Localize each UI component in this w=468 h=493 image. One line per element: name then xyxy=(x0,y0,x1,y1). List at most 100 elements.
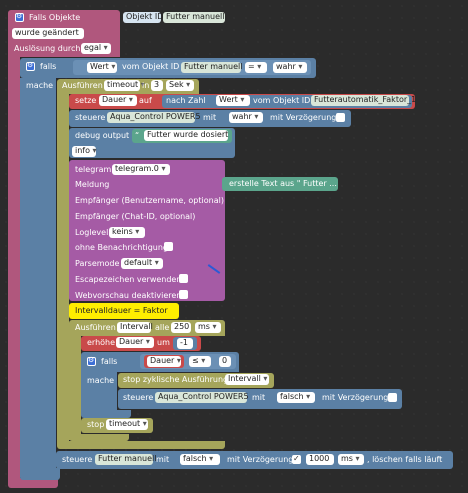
no-notify-label: ohne Benachrichtigung xyxy=(75,243,168,252)
increment-by-label: um xyxy=(157,338,170,347)
loglevel-label: Loglevel xyxy=(75,228,109,237)
value-field-dropdown[interactable]: Wert xyxy=(87,62,117,73)
interval-block-bottom xyxy=(69,434,129,441)
set-auf-label: auf xyxy=(139,96,152,105)
control-2-object-field[interactable]: Aqua_Control POWER5 xyxy=(155,392,249,403)
set-label: setze xyxy=(75,96,97,105)
no-notify-checkbox[interactable] xyxy=(164,242,173,251)
control-label: steuere xyxy=(75,113,106,122)
increment-label: erhöhe xyxy=(87,338,116,347)
triggered-by-dropdown[interactable]: egal xyxy=(81,43,111,54)
escape-label: Escapezeichen verwenden xyxy=(75,275,182,284)
if-block-inner-arm xyxy=(81,372,117,414)
increment-var-dropdown[interactable]: Dauer xyxy=(116,337,154,348)
control-3-with-label: mit xyxy=(156,455,170,464)
timeout-name-field[interactable]: timeout xyxy=(104,80,140,91)
if-inner-mache: mache xyxy=(87,376,115,385)
if-block-inner-bottom xyxy=(81,410,131,418)
to-number-label: nach Zahl xyxy=(166,96,206,105)
telegram-message-label: Meldung xyxy=(75,180,110,189)
webpreview-checkbox[interactable] xyxy=(179,290,188,299)
recipient-chat-label: Empfänger (Chat-ID, optional) xyxy=(75,212,196,221)
triggered-by-label: Auslösung durch xyxy=(14,44,81,53)
control-with-label: mit xyxy=(203,113,217,122)
if-inner-var-dropdown[interactable]: Dauer xyxy=(147,356,181,367)
if-outer-falls: falls xyxy=(40,62,57,71)
gear-icon[interactable] xyxy=(26,61,35,71)
bool-dropdown[interactable]: wahr xyxy=(273,62,307,73)
interval-unit-dropdown[interactable]: ms xyxy=(195,322,221,333)
telegram-block[interactable] xyxy=(69,160,225,301)
stop-timeout-name-dropdown[interactable]: timeout xyxy=(106,419,148,430)
if-inner-operator-dropdown[interactable]: ≤ xyxy=(189,356,211,367)
timeout-block-arm xyxy=(57,94,69,446)
control-3-tail-label: , löschen falls läuft xyxy=(367,455,443,464)
control-2-label: steuere xyxy=(123,393,154,402)
if-block-outer-bottom xyxy=(20,468,60,480)
parsemode-dropdown[interactable]: default xyxy=(121,258,163,269)
delay-checkbox[interactable] xyxy=(388,393,397,402)
telegram-instance-dropdown[interactable]: telegram.0 xyxy=(112,164,170,175)
stop-timeout-label: stop xyxy=(87,420,105,429)
trigger-title: Falls Objekte xyxy=(29,13,81,22)
set-variable-dropdown[interactable]: Dauer xyxy=(99,95,137,106)
if-inner-rhs-field[interactable]: 0 xyxy=(219,356,231,367)
delay-checkbox-checked[interactable] xyxy=(292,454,301,464)
exec-in-label: in xyxy=(142,81,150,90)
delay-checkbox[interactable] xyxy=(336,113,345,122)
comment-text: Intervalldauer = Faktor xyxy=(75,306,168,315)
changed-dropdown[interactable]: wurde geändert xyxy=(12,28,84,39)
control-delay-label: mit Verzögerung xyxy=(270,113,337,122)
debug-level-dropdown[interactable]: info xyxy=(72,146,96,157)
message-text-value: erstelle Text aus " Futter ... xyxy=(229,179,337,188)
escape-checkbox[interactable] xyxy=(179,274,188,283)
control-2-value-dropdown[interactable]: falsch xyxy=(277,392,315,403)
exec-delay-field[interactable]: 3 xyxy=(151,80,163,91)
object-id-value[interactable]: Futter manuell xyxy=(163,12,225,23)
interval-exec-label: Ausführen xyxy=(75,323,116,332)
if-inner-falls: falls xyxy=(101,357,118,366)
if-block-outer-arm xyxy=(20,78,56,473)
set-value-dropdown[interactable]: Wert xyxy=(216,95,250,106)
gear-icon[interactable] xyxy=(15,12,24,22)
quote-open-icon: “ xyxy=(135,131,140,140)
interval-name-field[interactable]: Intervall xyxy=(117,322,153,333)
debug-text-field[interactable]: Futter wurde dosiert xyxy=(144,130,228,141)
control-2-delay-label: mit Verzögerung xyxy=(322,393,389,402)
control-3-ms-field[interactable]: 1000 xyxy=(306,454,334,465)
set-object-id-field[interactable]: Futterautomatik_Faktor_1 xyxy=(311,95,416,106)
recipient-user-label: Empfänger (Benutzername, optional) xyxy=(75,196,224,205)
operator-dropdown[interactable]: = xyxy=(245,62,267,73)
parsemode-label: Parsemode xyxy=(75,259,120,268)
control-value-dropdown[interactable]: wahr xyxy=(229,112,263,123)
interval-block-arm xyxy=(69,336,81,440)
webpreview-label: Webvorschau deaktivieren xyxy=(75,291,182,300)
gear-icon[interactable] xyxy=(87,356,96,366)
control-3-delay-label: mit Verzögerung xyxy=(227,455,294,464)
trigger-block-arm xyxy=(8,57,20,483)
interval-value-field[interactable]: 250 xyxy=(171,322,191,333)
stop-interval-label: stop zyklische Ausführung xyxy=(123,375,229,384)
interval-every-label: alle xyxy=(155,323,170,332)
from-object-label: vom Objekt ID xyxy=(122,62,180,71)
object-id-label: Objekt ID xyxy=(123,12,163,23)
control-3-label: steuere xyxy=(62,455,93,464)
object-id-field[interactable]: Futter manuell xyxy=(181,62,242,73)
control-3-value-dropdown[interactable]: falsch xyxy=(180,454,220,465)
loglevel-dropdown[interactable]: keins xyxy=(109,227,145,238)
control-3-unit-dropdown[interactable]: ms xyxy=(338,454,364,465)
control-object-field[interactable]: Aqua_Control POWER5 xyxy=(107,112,201,123)
exec-label: Ausführen xyxy=(62,81,103,90)
control-3-object-field[interactable]: Futter manuell xyxy=(95,454,156,465)
control-2-with-label: mit xyxy=(252,393,266,402)
set-from-object-label: vom Objekt ID xyxy=(253,96,311,105)
comment-block[interactable] xyxy=(69,303,179,319)
increment-value-field[interactable]: -1 xyxy=(177,338,193,349)
stop-interval-name-dropdown[interactable]: Intervall xyxy=(225,374,269,385)
telegram-label: telegram xyxy=(75,165,112,174)
message-text-block[interactable] xyxy=(222,177,338,191)
exec-unit-dropdown[interactable]: Sek xyxy=(166,80,194,91)
if-outer-mache: mache xyxy=(26,81,54,90)
timeout-block-bottom xyxy=(57,441,225,449)
trigger-block-bottom xyxy=(8,478,58,488)
